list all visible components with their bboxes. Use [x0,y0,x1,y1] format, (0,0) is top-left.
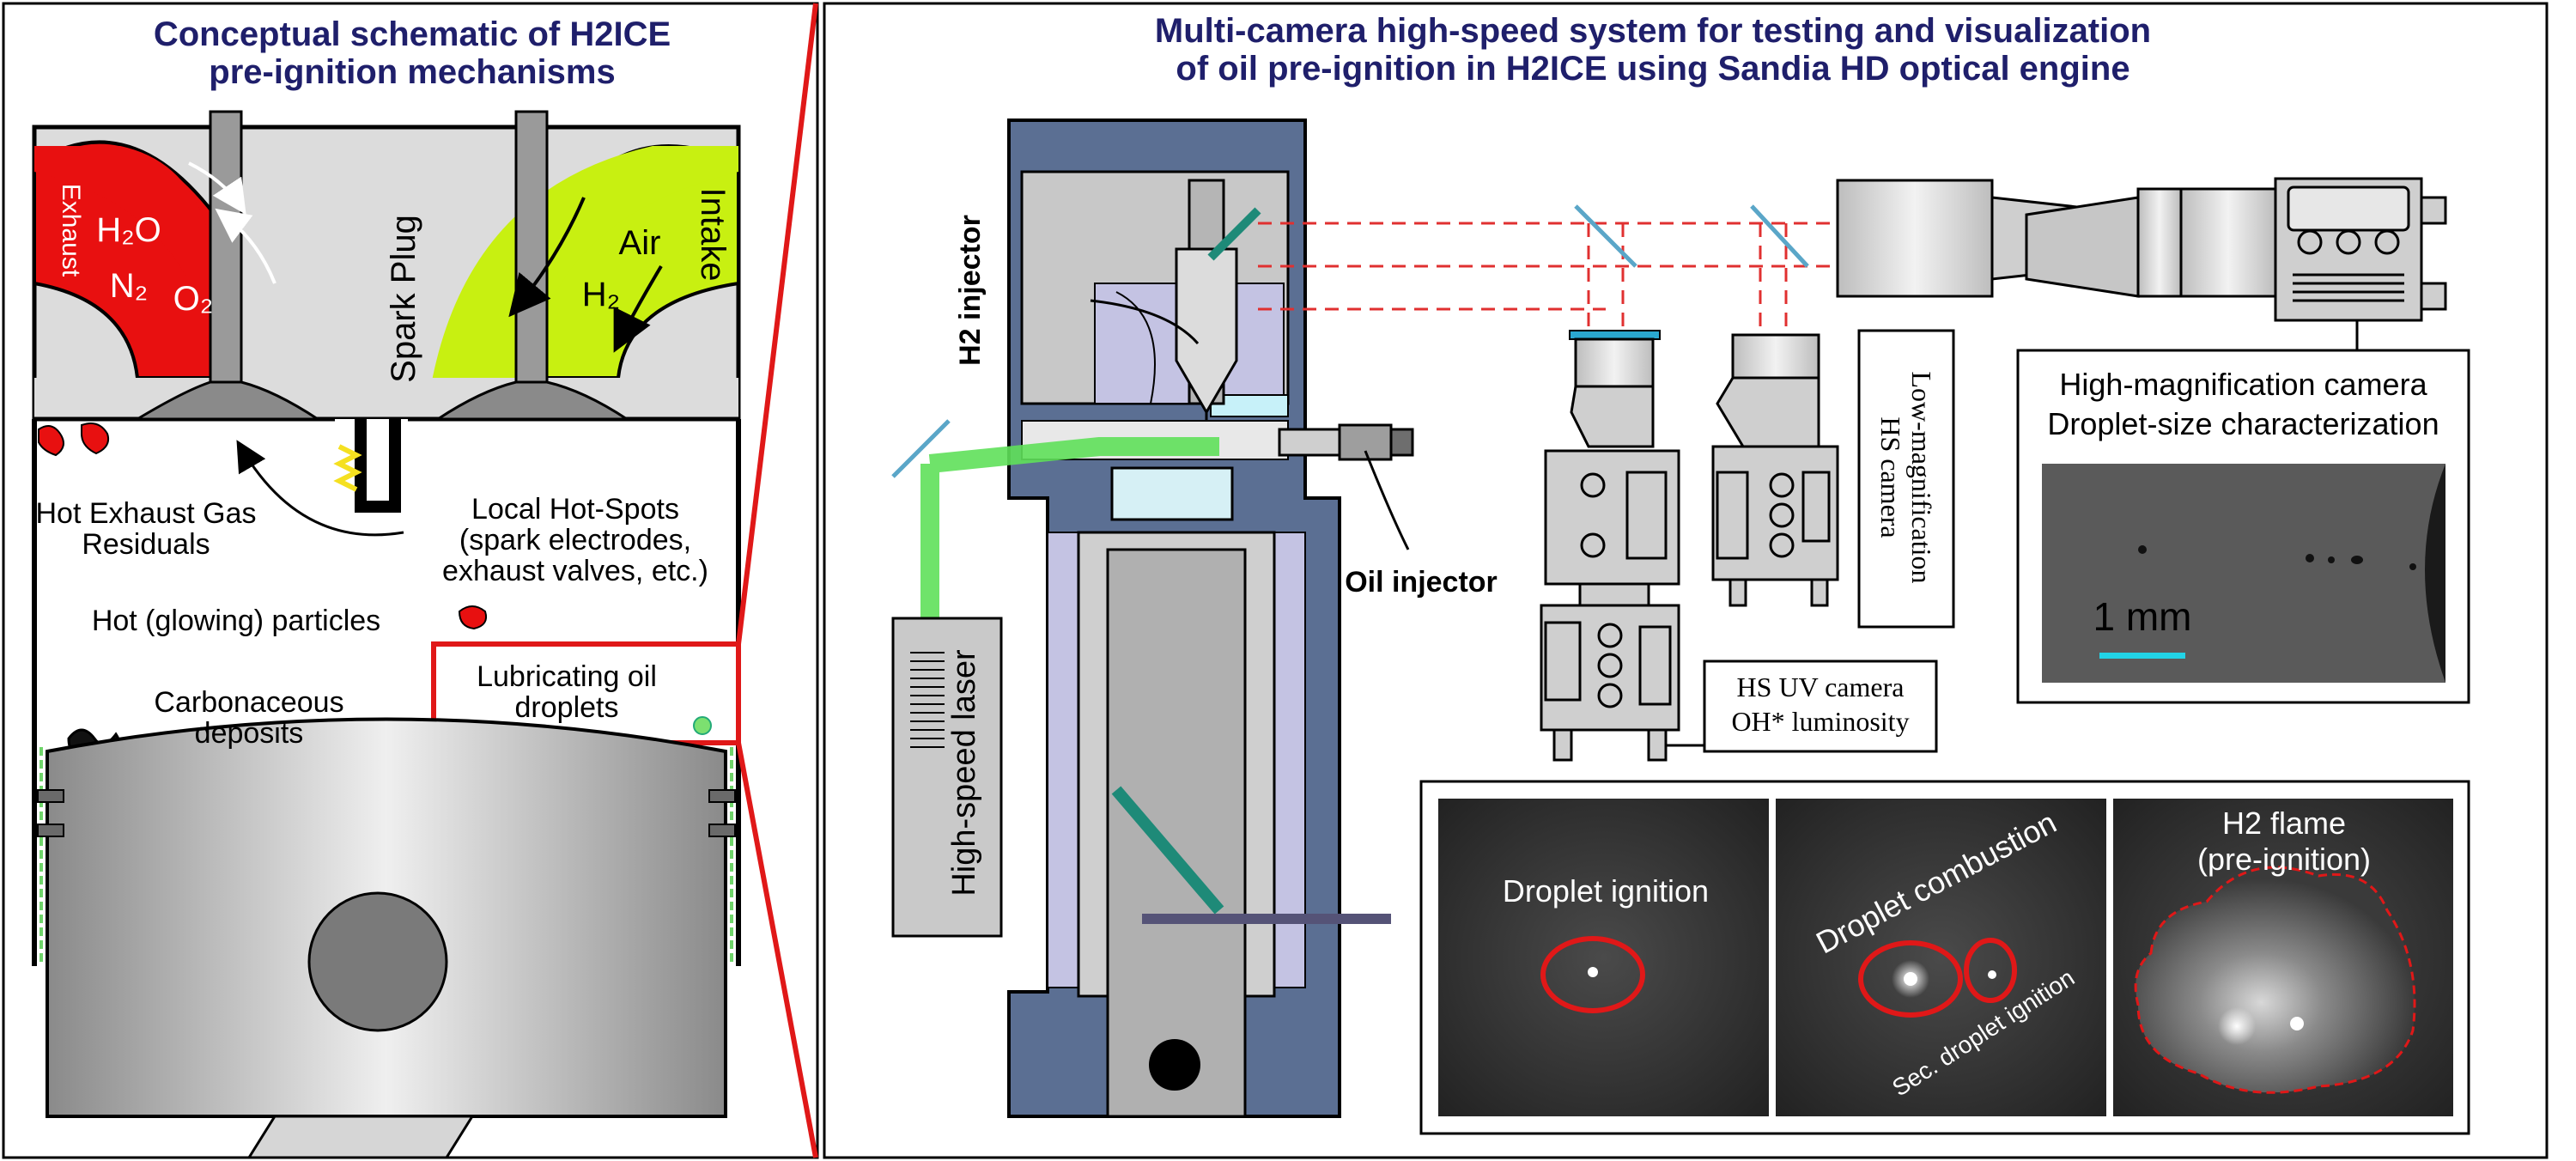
h2o-label: H₂O [96,211,161,249]
scale-bar [2099,653,2185,659]
lens [1836,179,1994,298]
n2-label: N₂ [109,267,149,305]
carbon-label: Carbonaceous deposits [154,686,344,750]
exhaust-valve-head [132,380,322,421]
h2-label: H₂ [581,276,621,313]
h2-injector [1175,247,1238,415]
hot-particle [458,605,488,630]
result-image-1 [1438,799,1769,1116]
high-mag-image [2042,464,2445,683]
left-panel [2,2,819,1159]
oil-injector-label: Oil injector [1345,566,1498,599]
h2-flame-label: H2 flame (pre-ignition) [2196,805,2372,877]
exhaust-label: Exhaust [57,183,85,277]
laser-label: High-speed laser [946,649,982,897]
uv-cam-label: HS UV camera OH* luminosity [1731,672,1910,737]
right-panel [823,2,2549,1159]
spark-plug-electrode [355,419,401,513]
piston-window [1110,466,1234,521]
result-image-2 [1776,799,2106,1116]
piston-pin [307,891,448,1032]
connecting-rod [246,1115,475,1159]
hot-exhaust-label: Hot Exhaust Gas Residuals [35,497,257,561]
exhaust-residual-blob [38,425,64,457]
optical-engine [1007,119,1414,1118]
intake-label: Intake [694,187,732,282]
intake-valve-stem [514,110,549,397]
cylinder-head [32,110,741,445]
scale-label: 1 mm [2093,594,2192,639]
low-mag-label: Low-magnification HS camera [1875,371,1937,584]
droplet-ignition-label: Droplet ignition [1502,873,1710,909]
local-hotspots-label: Local Hot-Spots (spark electrodes, exhau… [442,493,708,587]
lube-oil-label: Lubricating oil droplets [477,660,657,724]
h2-injector-label: H2 injector [954,215,987,366]
spark-icon [333,444,362,492]
intake-valve-head [434,380,631,421]
left-title: Conceptual schematic of H2ICE pre-igniti… [153,15,671,91]
high-speed-laser [891,617,1003,938]
optical-path [1258,222,1838,335]
air-label: Air [618,224,661,262]
uv-label-box [1703,660,1938,753]
spark-plug-label: Spark Plug [385,215,422,383]
exhaust-residual-blob [81,422,110,455]
low-mag-label-box [1857,329,1955,629]
flame-contour [2134,866,2416,1094]
high-mag-camera [2274,177,2447,350]
exhaust-valve-stem [209,110,243,397]
uv-camera [1540,330,1709,762]
high-mag-label: High-magnification camera Droplet-size c… [2047,367,2439,441]
oil-injector [1278,423,1414,461]
low-mag-camera [1711,333,1839,607]
oil-droplet [693,716,712,735]
hot-particles-label: Hot (glowing) particles [91,605,381,637]
o2-label: O₂ [173,280,214,318]
right-title: Multi-camera high-speed system for testi… [1154,12,2152,88]
